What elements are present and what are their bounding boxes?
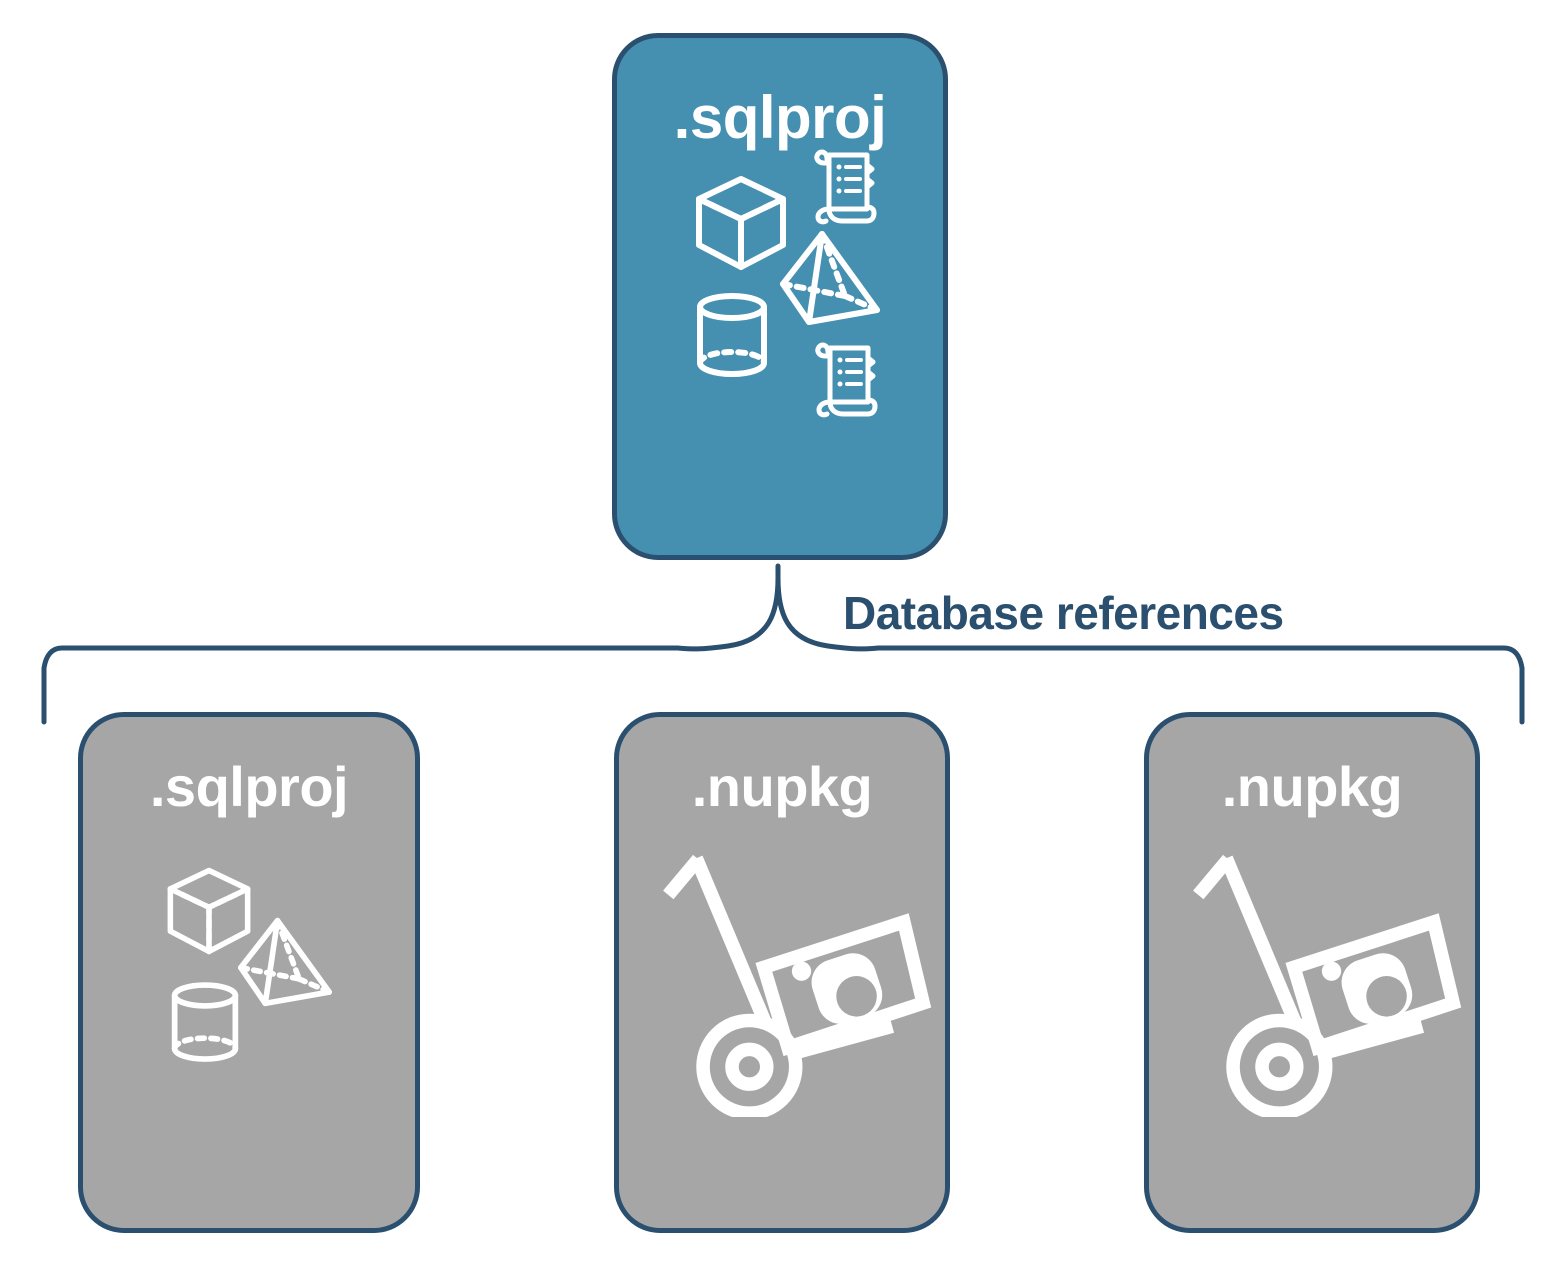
package-dolly-icon [663, 854, 932, 1117]
scroll-icon [815, 342, 878, 418]
card-root-icon-area [617, 148, 943, 555]
card-reference-icon-area [619, 815, 945, 1228]
package-dolly-icon [1193, 854, 1462, 1117]
card-reference-title: .sqlproj [149, 755, 349, 818]
cube-icon [696, 176, 786, 270]
connector-label: Database references [843, 587, 1284, 639]
scroll-icon [814, 149, 877, 225]
card-reference-nupkg[interactable]: .nupkg [1144, 712, 1480, 1233]
card-reference-icon-area [83, 815, 415, 1228]
card-root-sqlproj[interactable]: .sqlproj [612, 33, 948, 560]
cube-icon [167, 867, 251, 955]
pyramid-icon [238, 917, 332, 1007]
cylinder-icon [697, 293, 767, 377]
card-reference-nupkg[interactable]: .nupkg [614, 712, 950, 1233]
card-reference-sqlproj[interactable]: .sqlproj [78, 712, 420, 1233]
cylinder-icon [171, 982, 239, 1062]
pyramid-icon [780, 231, 880, 325]
card-reference-icon-area [1149, 815, 1475, 1228]
card-reference-title: .nupkg [691, 755, 873, 818]
card-reference-title: .nupkg [1221, 755, 1403, 818]
card-root-title: .sqlproj [673, 84, 887, 151]
